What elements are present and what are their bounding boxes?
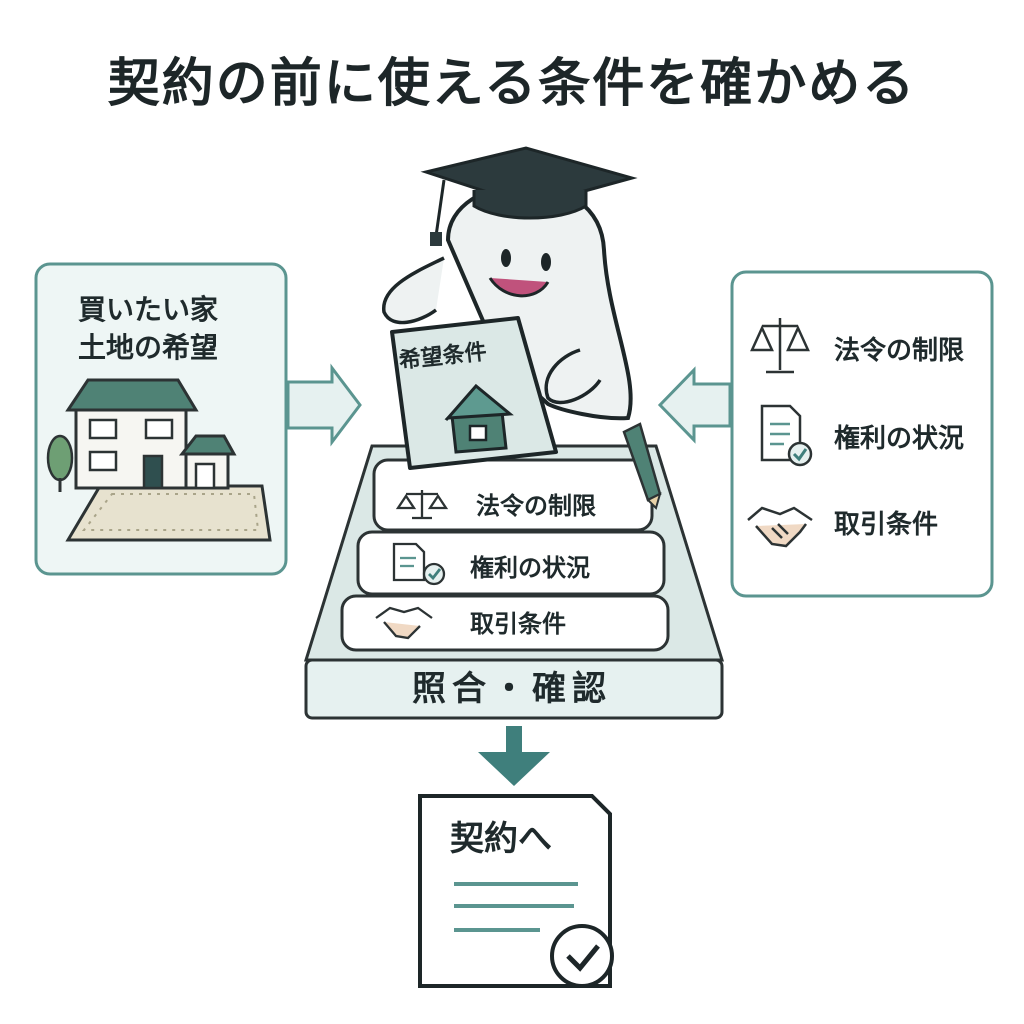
right-conditions-card xyxy=(730,270,994,598)
page-title: 契約の前に使える条件を確かめる xyxy=(107,54,917,114)
handshake-icon xyxy=(747,506,813,548)
layer-handshake-icon xyxy=(375,606,433,640)
right-item-1: 法令の制限 xyxy=(834,336,965,366)
wish-line-2: 土地の希望 xyxy=(78,331,219,364)
ghost-mascot xyxy=(382,146,638,421)
right-arrow-icon xyxy=(657,366,732,444)
left-arrow-icon xyxy=(286,363,362,447)
platform-label: 照合・確認 xyxy=(412,669,612,709)
layer-document-icon xyxy=(392,542,446,586)
layer-label-1: 法令の制限 xyxy=(476,492,596,520)
right-item-2: 権利の状況 xyxy=(834,424,965,454)
scale-icon xyxy=(750,318,810,374)
down-arrow-icon xyxy=(478,726,550,786)
house-icon xyxy=(46,378,272,542)
wish-clipboard xyxy=(390,316,558,470)
pencil-icon xyxy=(622,422,662,510)
right-item-3: 取引条件 xyxy=(834,510,939,540)
contract-label: 契約へ xyxy=(450,819,552,859)
contract-document xyxy=(418,794,614,988)
layer-label-2: 権利の状況 xyxy=(470,554,590,582)
document-check-icon xyxy=(760,404,813,467)
layer-scale-icon xyxy=(395,490,449,520)
layer-card-3 xyxy=(340,594,670,652)
layer-label-3: 取引条件 xyxy=(470,610,566,638)
wish-line-1: 買いたい家 xyxy=(78,293,219,326)
